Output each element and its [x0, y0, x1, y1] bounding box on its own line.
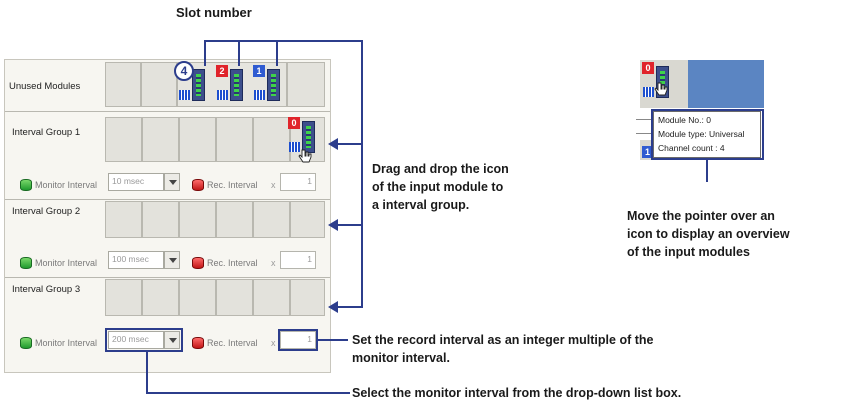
module-number-badge: 0 [288, 117, 300, 129]
hand-cursor-icon [654, 82, 668, 96]
module-icon-2[interactable]: 2 [216, 65, 244, 102]
multiplier-x-label: x [271, 180, 276, 190]
interval-group-2-label: Interval Group 2 [12, 206, 81, 217]
multiplier-x-label: x [271, 258, 276, 268]
tooltip-leader [636, 119, 654, 120]
tooltip-highlight [651, 109, 764, 160]
hover-annotation: Move the pointer over an icon to display… [627, 209, 790, 259]
chevron-down-icon[interactable] [164, 331, 180, 349]
group-slot[interactable] [253, 201, 290, 238]
module-icon-4[interactable] [178, 65, 206, 102]
drag-annotation: Drag and drop the icon of the input modu… [372, 162, 509, 212]
monitor-interval-select[interactable]: 100 msec [108, 251, 164, 269]
record-annotation: Set the record interval as an integer mu… [352, 333, 654, 365]
module-number-badge: 0 [642, 62, 654, 74]
module-number-badge: 1 [253, 65, 265, 77]
unused-modules-tray [105, 62, 325, 107]
rec-interval-label: Rec. Interval [207, 258, 258, 268]
group-slot[interactable] [105, 279, 142, 316]
preview-background [688, 60, 764, 108]
divider [5, 277, 330, 278]
annotation-line [146, 352, 148, 394]
interval-group-1-label: Interval Group 1 [12, 127, 81, 138]
group-slot[interactable] [179, 279, 216, 316]
group-slot[interactable] [105, 201, 142, 238]
record-interval-icon [192, 257, 204, 269]
interval-group-3-label: Interval Group 3 [12, 284, 81, 295]
module-icon-0[interactable]: 0 [288, 117, 316, 154]
record-interval-icon [192, 337, 204, 349]
module-icon-1[interactable]: 1 [253, 65, 281, 102]
record-multiplier-input[interactable]: 1 [280, 331, 316, 349]
divider [5, 111, 330, 112]
select-annotation: Select the monitor interval from the dro… [352, 386, 682, 400]
slot-number-badge: 4 [174, 61, 194, 81]
empty-slot[interactable] [141, 62, 177, 107]
annotation-line [706, 160, 708, 182]
annotation-line [276, 40, 278, 66]
annotation-line [318, 339, 348, 341]
chevron-down-icon[interactable] [164, 251, 180, 269]
group-slot[interactable] [105, 117, 142, 162]
group-slot[interactable] [216, 201, 253, 238]
monitor-interval-label: Monitor Interval [35, 338, 98, 348]
monitor-interval-select[interactable]: 200 msec [108, 331, 164, 349]
group-slot[interactable] [142, 117, 179, 162]
annotation-line [146, 392, 350, 394]
annotation-line [204, 40, 206, 66]
group-slot[interactable] [216, 279, 253, 316]
annotation-line [335, 306, 362, 308]
rec-interval-label: Rec. Interval [207, 338, 258, 348]
group-slot[interactable] [179, 117, 216, 162]
group-slot[interactable] [253, 117, 290, 162]
monitor-select-highlight [105, 328, 183, 352]
module-overview-tooltip: Module No.: 0 Module type: Universal Cha… [653, 111, 761, 158]
group-slot[interactable] [290, 201, 325, 238]
slot-number-annotation: Slot number [176, 5, 252, 20]
module-number-badge: 1 [642, 146, 653, 158]
divider [5, 199, 330, 200]
empty-slot[interactable] [287, 62, 325, 107]
empty-slot[interactable] [105, 62, 141, 107]
monitor-interval-icon [20, 257, 32, 269]
group-slot[interactable] [290, 279, 325, 316]
tooltip-leader [636, 133, 654, 134]
monitor-interval-select[interactable]: 10 msec [108, 173, 164, 191]
group-slot[interactable] [142, 279, 179, 316]
monitor-interval-label: Monitor Interval [35, 258, 98, 268]
module-number-badge: 2 [216, 65, 228, 77]
group-slot[interactable] [142, 201, 179, 238]
record-multiplier-input[interactable]: 1 [280, 251, 316, 269]
arrow-left-icon [328, 138, 338, 150]
monitor-interval-icon [20, 179, 32, 191]
annotation-line [204, 40, 362, 42]
record-multiplier-input[interactable]: 1 [280, 173, 316, 191]
record-interval-icon [192, 179, 204, 191]
unused-modules-label: Unused Modules [9, 81, 81, 92]
annotation-line [335, 143, 362, 145]
monitor-interval-label: Monitor Interval [35, 180, 98, 190]
group-slot[interactable] [216, 117, 253, 162]
rec-interval-label: Rec. Interval [207, 180, 258, 190]
monitor-interval-icon [20, 337, 32, 349]
multiplier-x-label: x [271, 338, 276, 348]
annotation-line [238, 40, 240, 66]
hand-cursor-icon [298, 149, 312, 163]
annotation-line [335, 224, 362, 226]
multiplier-highlight [278, 329, 318, 351]
group-slot[interactable] [253, 279, 290, 316]
arrow-left-icon [328, 219, 338, 231]
annotation-line [361, 40, 363, 308]
arrow-left-icon [328, 301, 338, 313]
interval-group-2-slots [105, 201, 325, 238]
interval-group-3-slots [105, 279, 325, 316]
chevron-down-icon[interactable] [164, 173, 180, 191]
group-slot[interactable] [179, 201, 216, 238]
